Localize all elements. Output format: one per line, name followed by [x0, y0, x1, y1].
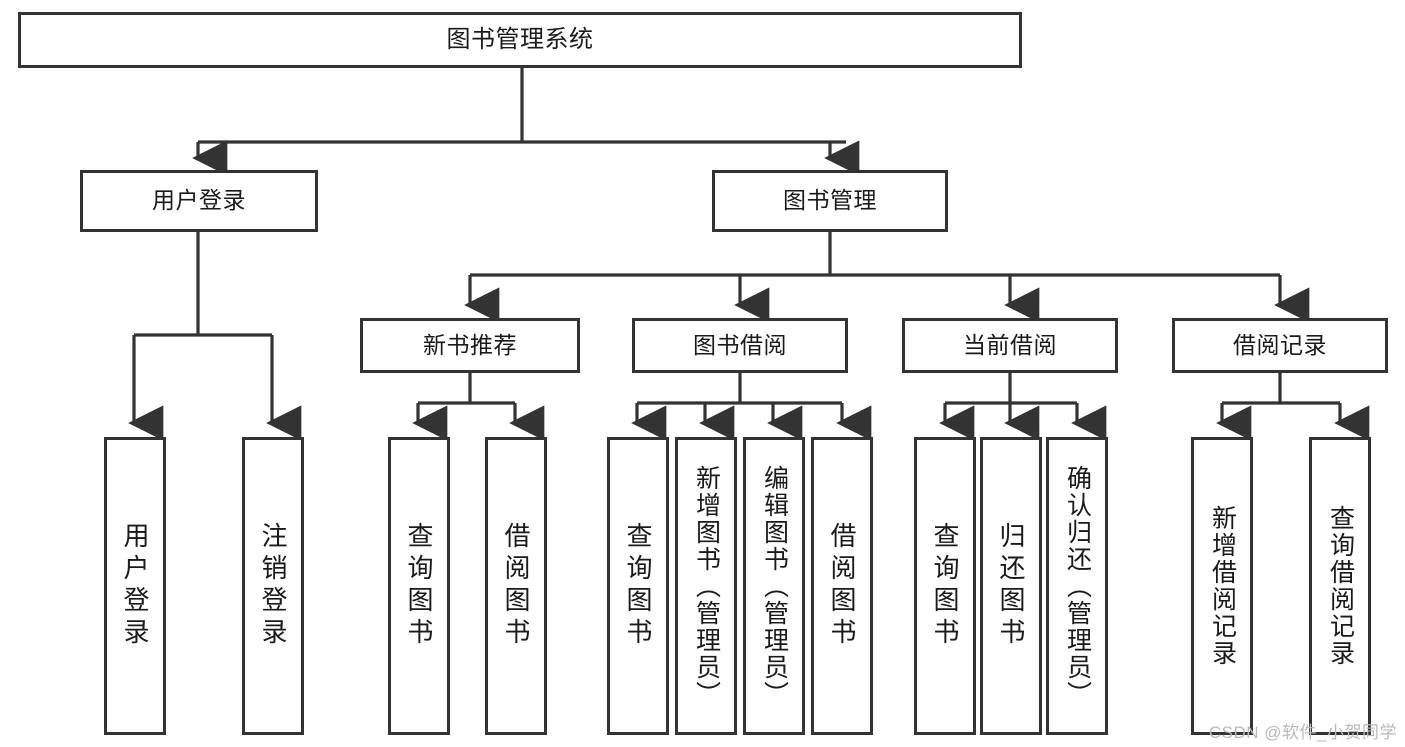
leaf-user-logout[interactable]: 注销登录	[242, 437, 304, 735]
node-book-manage[interactable]: 图书管理	[712, 170, 948, 232]
node-book-borrow-label: 图书借阅	[693, 331, 787, 358]
node-book-manage-label: 图书管理	[783, 187, 877, 214]
leaf-borrow-book-1[interactable]: 借阅图书	[485, 437, 547, 735]
leaf-user-login[interactable]: 用户登录	[104, 437, 166, 735]
leaf-query-book-1-label: 查询图书	[404, 522, 434, 650]
leaf-add-book-label: 新增图书（管理员）	[692, 464, 721, 708]
leaf-user-logout-label: 注销登录	[258, 522, 288, 650]
leaf-user-login-label: 用户登录	[120, 522, 150, 650]
leaf-add-record-label: 新增借阅记录	[1208, 505, 1237, 667]
node-user-login-label: 用户登录	[152, 187, 246, 214]
leaf-query-book-3-label: 查询图书	[930, 522, 960, 650]
leaf-borrow-book-2[interactable]: 借阅图书	[811, 437, 873, 735]
node-borrow-record-label: 借阅记录	[1233, 331, 1327, 358]
leaf-query-book-1[interactable]: 查询图书	[388, 437, 450, 735]
leaf-query-record[interactable]: 查询借阅记录	[1309, 437, 1371, 735]
leaf-borrow-book-1-label: 借阅图书	[501, 522, 531, 650]
node-current-borrow-label: 当前借阅	[963, 331, 1057, 358]
leaf-confirm-return[interactable]: 确认归还（管理员）	[1046, 437, 1108, 735]
node-new-book-rec[interactable]: 新书推荐	[360, 318, 580, 373]
node-user-login[interactable]: 用户登录	[80, 170, 318, 232]
leaf-borrow-book-2-label: 借阅图书	[827, 522, 857, 650]
node-book-borrow[interactable]: 图书借阅	[632, 318, 848, 373]
node-root-label: 图书管理系统	[446, 25, 594, 53]
leaf-query-book-2[interactable]: 查询图书	[607, 437, 669, 735]
leaf-add-book[interactable]: 新增图书（管理员）	[675, 437, 737, 735]
node-current-borrow[interactable]: 当前借阅	[902, 318, 1118, 373]
leaf-confirm-return-label: 确认归还（管理员）	[1063, 464, 1092, 708]
node-new-book-rec-label: 新书推荐	[423, 331, 517, 358]
leaf-add-record[interactable]: 新增借阅记录	[1191, 437, 1253, 735]
node-root[interactable]: 图书管理系统	[18, 12, 1022, 68]
leaf-edit-book[interactable]: 编辑图书（管理员）	[743, 437, 805, 735]
leaf-edit-book-label: 编辑图书（管理员）	[760, 464, 789, 708]
leaf-query-record-label: 查询借阅记录	[1326, 505, 1355, 667]
leaf-return-book-label: 归还图书	[996, 522, 1026, 650]
leaf-return-book[interactable]: 归还图书	[980, 437, 1042, 735]
node-borrow-record[interactable]: 借阅记录	[1172, 318, 1388, 373]
leaf-query-book-3[interactable]: 查询图书	[914, 437, 976, 735]
leaf-query-book-2-label: 查询图书	[623, 522, 653, 650]
